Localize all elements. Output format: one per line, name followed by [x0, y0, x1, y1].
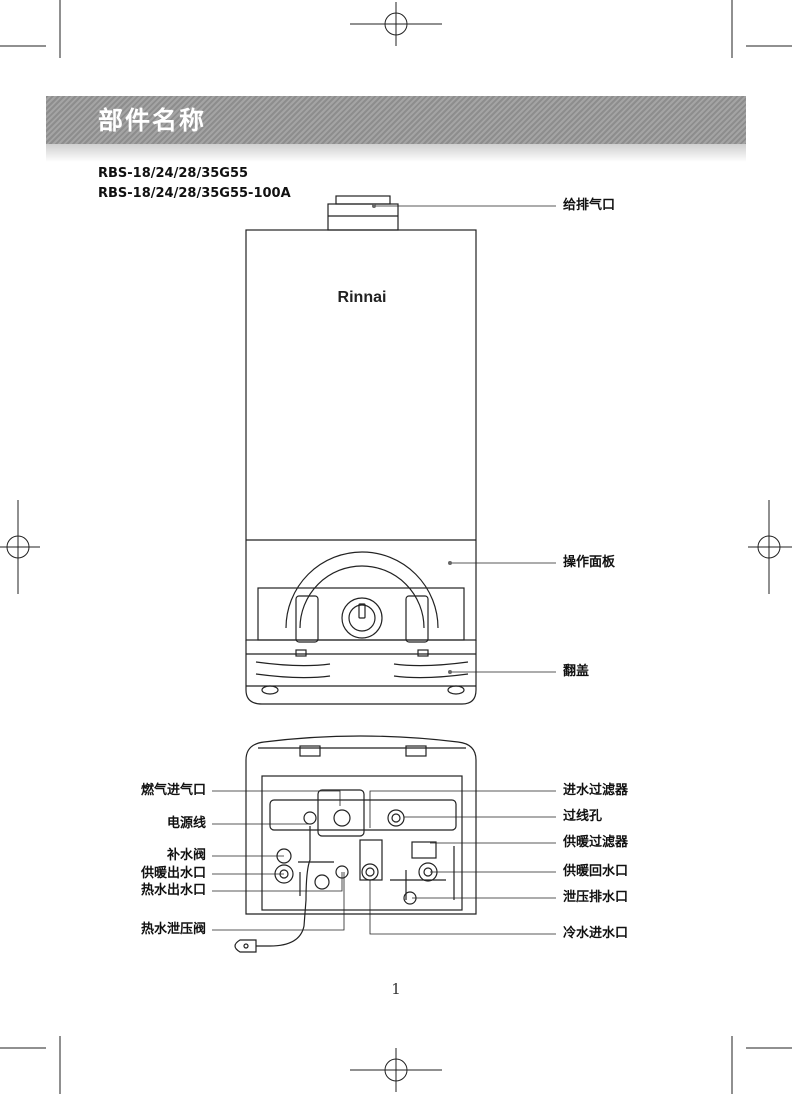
front-view [245, 195, 477, 705]
leader-dots [372, 204, 452, 674]
label-heating-return: 供暖回水口 [563, 864, 629, 879]
section-banner-fade [46, 144, 746, 162]
model-line-2: RBS-18/24/28/35G55-100A [98, 186, 291, 201]
label-inlet-filter: 进水过滤器 [563, 783, 629, 798]
brand-logo: Rinnai [338, 289, 387, 306]
label-heating-filter: 供暖过滤器 [563, 835, 629, 850]
label-control-panel: 操作面板 [563, 555, 616, 570]
bottom-view [234, 735, 477, 953]
label-hot-water-relief: 热水泄压阀 [140, 922, 206, 937]
page-number: 1 [391, 980, 401, 998]
leader-lines [212, 205, 556, 935]
label-gas-inlet: 燃气进气口 [140, 783, 206, 798]
label-hot-water-outlet: 热水出水口 [140, 883, 206, 898]
label-power-cord: 电源线 [166, 816, 206, 831]
label-cable-hole: 过线孔 [563, 809, 603, 824]
label-refill-valve: 补水阀 [166, 848, 206, 863]
label-relief-drain: 泄压排水口 [563, 890, 629, 905]
label-exhaust: 给排气口 [563, 198, 616, 213]
model-line-1: RBS-18/24/28/35G55 [98, 166, 249, 181]
label-heating-outlet: 供暖出水口 [140, 866, 206, 881]
section-title: 部件名称 [98, 106, 207, 135]
label-cold-water-inlet: 冷水进水口 [563, 926, 629, 941]
label-flip-cover: 翻盖 [563, 664, 590, 679]
section-banner [46, 96, 746, 144]
